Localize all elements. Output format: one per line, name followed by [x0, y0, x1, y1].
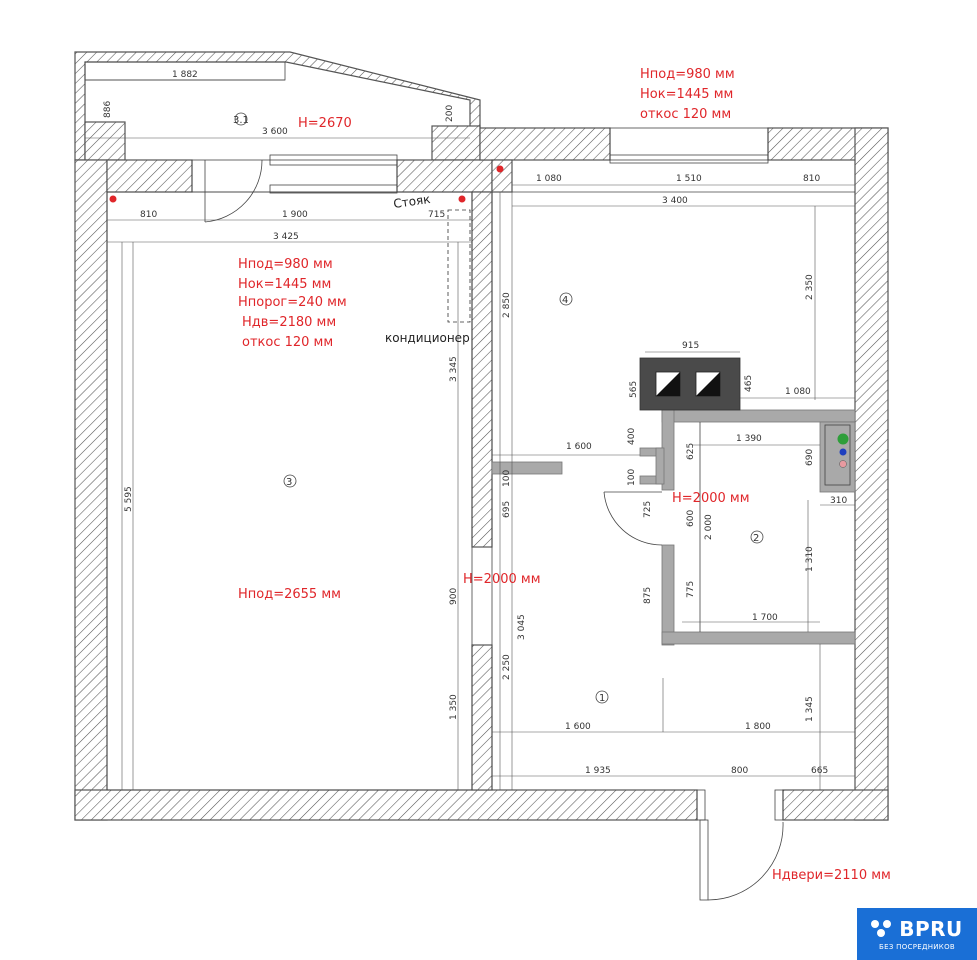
- hall-h-1935: 1 935: [585, 766, 611, 776]
- balcony-length-dim: 3 600: [262, 127, 288, 137]
- hall-v-695: 695: [502, 501, 512, 518]
- logo-brand-text: BPRU: [899, 917, 963, 941]
- utility-dots: [837, 433, 849, 468]
- hallway-door-height: H=2000 мм: [463, 572, 541, 587]
- living-right-900: 900: [449, 588, 459, 605]
- kitchen-window-height: Hок=1445 мм: [640, 87, 733, 102]
- living-door-height: Hдв=2180 мм: [242, 315, 336, 330]
- perimeter-walls: [74, 127, 889, 821]
- riser-dot-kitchen: [496, 165, 504, 173]
- kitchen-left-2850: 2 850: [502, 292, 512, 318]
- bath-w-310: 310: [830, 496, 847, 506]
- balcony-depth-dim: 886: [103, 101, 113, 118]
- bathroom-door-height: H=2000 мм: [672, 491, 750, 506]
- hall-v-725: 725: [643, 501, 653, 518]
- hall-v-1345: 1 345: [805, 696, 815, 722]
- bath-v-625: 625: [686, 443, 696, 460]
- living-window-reveal: откос 120 мм: [242, 335, 333, 350]
- bathroom-walls: [603, 409, 856, 646]
- interior-lines: [106, 127, 855, 791]
- logo-tagline: БЕЗ ПОСРЕДНИКОВ: [879, 943, 955, 951]
- living-top-810: 810: [140, 210, 157, 220]
- dot-blue: [839, 448, 847, 456]
- riser-dot-left: [109, 195, 117, 203]
- hall-v-2250: 2 250: [502, 654, 512, 680]
- living-top-1900: 1 900: [282, 210, 308, 220]
- kitchen-window-sill: Hпод=980 мм: [640, 67, 735, 82]
- living-height-note: Hпод=2655 мм: [238, 587, 341, 602]
- hall-v-875: 875: [643, 587, 653, 604]
- hall-v-3045: 3 045: [517, 614, 527, 640]
- kitchen-width-3400: 3 400: [662, 196, 688, 206]
- hall-h-1600-upper: 1 600: [566, 442, 592, 452]
- bath-v-775: 775: [686, 581, 696, 598]
- balcony-height-note: H=2670: [298, 116, 352, 131]
- dot-green: [837, 433, 849, 445]
- balcony-room-mark: 3.1: [233, 115, 249, 126]
- living-window-height: Hок=1445 мм: [238, 277, 331, 292]
- bath-v-1310: 1 310: [805, 546, 815, 572]
- dot-pink: [839, 460, 847, 468]
- ac-label: кондиционер: [385, 331, 470, 345]
- hallway-mark: 1: [599, 693, 605, 704]
- kitchen-top-1080: 1 080: [536, 174, 562, 184]
- hall-h-800: 800: [731, 766, 748, 776]
- kitchen-top-810: 810: [803, 174, 820, 184]
- riser-markers: [109, 165, 504, 203]
- kitchen-window-reveal: откос 120 мм: [640, 107, 731, 122]
- bathroom-mark: 2: [753, 533, 759, 544]
- hall-h-1800: 1 800: [745, 722, 771, 732]
- hall-v-100-a: 100: [627, 469, 637, 486]
- living-threshold-height: Hпорог=240 мм: [238, 295, 347, 310]
- entry-door-height: Hдвери=2110 мм: [772, 868, 891, 883]
- dimension-lines: [85, 79, 855, 790]
- shaft-915: 915: [682, 341, 699, 351]
- balcony-side-dim: 200: [445, 105, 455, 122]
- bath-v-690: 690: [805, 449, 815, 466]
- hall-h-1600-lower: 1 600: [565, 722, 591, 732]
- living-window-sill: Hпод=980 мм: [238, 257, 333, 272]
- kitchen-top-1510: 1 510: [676, 174, 702, 184]
- balcony-width-dim: 1 882: [172, 70, 198, 80]
- living-top-715: 715: [428, 210, 445, 220]
- living-room-mark: 3: [286, 477, 292, 488]
- hall-v-400: 400: [627, 428, 637, 445]
- logo-brand: BPRU: [871, 917, 963, 941]
- entry-door: [696, 789, 784, 901]
- bath-v-2000: 2 000: [704, 514, 714, 540]
- balcony-walls: [74, 51, 481, 161]
- living-right-3345: 3 345: [449, 356, 459, 382]
- room-mark-circles: [234, 112, 764, 704]
- riser-dot-right: [458, 195, 466, 203]
- kitchen-right-2350: 2 350: [805, 274, 815, 300]
- living-right-1350: 1 350: [449, 694, 459, 720]
- shaft-565: 565: [629, 381, 639, 398]
- shaft-465: 465: [744, 375, 754, 392]
- people-icon: [871, 920, 893, 938]
- hall-v-100-b: 100: [502, 470, 512, 487]
- bpru-logo[interactable]: BPRU БЕЗ ПОСРЕДНИКОВ: [857, 908, 977, 960]
- living-width-3425: 3 425: [273, 232, 299, 242]
- riser-label: Стояк: [392, 192, 431, 211]
- shaft-1080: 1 080: [785, 387, 811, 397]
- bath-bottom-1700: 1 700: [752, 613, 778, 623]
- kitchen-mark: 4: [562, 295, 568, 306]
- bath-top-1390: 1 390: [736, 434, 762, 444]
- living-left-5595: 5 595: [124, 486, 134, 512]
- ventilation-shaft: [639, 357, 741, 411]
- hall-h-665: 665: [811, 766, 828, 776]
- bath-v-600: 600: [686, 510, 696, 527]
